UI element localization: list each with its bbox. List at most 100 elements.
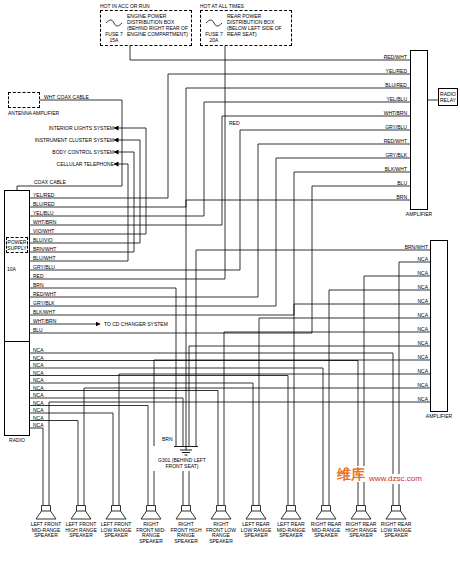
- wire: [30, 391, 218, 506]
- wire: [189, 346, 430, 505]
- wire-color: NCA: [33, 392, 44, 398]
- ground-symbol: [174, 447, 198, 456]
- wire: [30, 376, 288, 506]
- wire-color: BRN/WHT: [33, 246, 56, 252]
- box-location: REAR POWER DISTRIBUTION BOX (BELOW LEFT …: [225, 13, 289, 43]
- wire-color: RED/WHT: [384, 138, 407, 144]
- wire: [186, 200, 410, 446]
- watermark: 维库: [336, 466, 366, 482]
- power-supply-box: POWER SUPPLY: [6, 237, 28, 253]
- wire: [30, 172, 410, 315]
- wire-color: NCA: [417, 298, 428, 304]
- wire-color: BLU/RED: [385, 82, 407, 88]
- wire: [30, 421, 78, 506]
- wire-color: NCA: [33, 355, 44, 361]
- speaker-name: LEFT REAR MID-RANGE SPEAKER: [274, 522, 308, 539]
- wire-color: NCA: [417, 396, 428, 402]
- speaker-symbol: [99, 505, 133, 521]
- fuse-symbol: [206, 20, 222, 26]
- fuse-symbol: [106, 20, 122, 26]
- wire-color: NCA: [33, 370, 44, 376]
- wire: [30, 361, 358, 506]
- wire-color: NCA: [417, 354, 428, 360]
- speaker: LEFT REAR MID-RANGE SPEAKER: [274, 505, 308, 539]
- wire-color: NCA: [417, 340, 428, 346]
- speaker-symbol: [204, 505, 238, 521]
- speaker-name: RIGHT REAR LOW RANGE SPEAKER: [379, 522, 413, 539]
- system-box: CELLULAR TELEPHONE: [57, 161, 114, 167]
- speaker-symbol: [169, 505, 203, 521]
- wire: [30, 164, 128, 261]
- wire-color: BRN: [396, 194, 407, 200]
- wire: [84, 388, 430, 505]
- wire-color: NCA: [33, 422, 44, 428]
- speaker-symbol: [379, 505, 413, 521]
- wire-color: WHT/BRN: [33, 219, 56, 225]
- wire-color: GRY/BLU: [33, 264, 55, 270]
- speaker: LEFT FRONT LOW RANGE SPEAKER: [99, 505, 133, 539]
- cd-changer-wire: [30, 324, 100, 325]
- wire-color: NCA: [33, 415, 44, 421]
- wire: [30, 74, 410, 198]
- wire-color: BLK/WHT: [385, 166, 407, 172]
- fuse-panel: FUSE 7 15AENGINE POWER DISTRIBUTION BOX …: [100, 10, 192, 46]
- power-source-heading: HOT AT ALL TIMES: [200, 3, 292, 9]
- speaker-name: LEFT REAR LOW RANGE SPEAKER: [239, 522, 273, 539]
- speaker: LEFT FRONT HIGH RANGE SPEAKER: [64, 505, 98, 539]
- component-name: AMPLIFIER: [411, 413, 460, 419]
- wire-color: GRY/BLK: [33, 300, 55, 306]
- wire: [30, 116, 410, 225]
- speaker-symbol: [134, 505, 168, 521]
- system-box: INSTRUMENT CLUSTER SYSTEM: [35, 137, 114, 143]
- wire-color: NCA: [33, 400, 44, 406]
- speaker-symbol: [246, 506, 266, 520]
- wire: [30, 353, 393, 505]
- speaker-symbol: [274, 505, 308, 521]
- fuse-panel: FUSE 7 20AREAR POWER DISTRIBUTION BOX (B…: [200, 10, 292, 46]
- wire-color: VIO/WHT: [33, 228, 54, 234]
- wire-color: RED: [229, 120, 240, 126]
- speaker-symbol: [309, 505, 343, 521]
- speaker-symbol: [281, 506, 301, 520]
- component-name: POWER SUPPLY: [7, 239, 27, 251]
- wire: [119, 374, 430, 505]
- wire: [30, 186, 410, 333]
- wire: [30, 368, 323, 505]
- wire-color: BLU: [397, 180, 407, 186]
- wire-color: BRN/WHT: [405, 244, 428, 250]
- system-box: BODY CONTROL SYSTEM: [52, 149, 114, 155]
- wire-color: COAX CABLE: [34, 179, 66, 185]
- wire-color: BLU/WHT: [33, 255, 56, 261]
- connector-divider: [5, 341, 29, 342]
- ground-point: G301 (BEHIND LEFT FRONT SEAT): [150, 446, 214, 471]
- fuse-rating: FUSE 7 20A: [203, 31, 225, 43]
- speaker-name: RIGHT FRONT LOW RANGE SPEAKER: [204, 522, 238, 544]
- power-source-heading: HOT IN ACC OR RUN: [100, 3, 192, 9]
- fuse-box: HOT AT ALL TIMESFUSE 7 20AREAR POWER DIS…: [200, 3, 292, 46]
- component-name: ANTENNA AMPLIFIER: [8, 110, 59, 116]
- connector-box: RADIOPOWER SUPPLY: [4, 190, 30, 436]
- wire-color: WHT: [44, 94, 55, 100]
- wire-color: NCA: [33, 347, 44, 353]
- wire-color: YEL/RED: [386, 68, 407, 74]
- speaker-name: RIGHT REAR HIGH RANGE SPEAKER: [344, 522, 378, 539]
- system-name: BODY CONTROL SYSTEM: [52, 149, 114, 155]
- wire: [30, 413, 113, 505]
- antenna-amplifier-box: ANTENNA AMPLIFIER: [8, 92, 40, 108]
- wire: [364, 276, 430, 505]
- speaker-name: RIGHT REAR MID-RANGE SPEAKER: [309, 522, 343, 539]
- speaker: RIGHT REAR LOW RANGE SPEAKER: [379, 505, 413, 539]
- fuse-cell: FUSE 7 20A: [203, 13, 225, 43]
- ground-symbol: [150, 446, 214, 457]
- wire-color: NCA: [33, 407, 44, 413]
- speaker-name: LEFT FRONT LOW RANGE SPEAKER: [99, 522, 133, 539]
- component-name: AMPLIFIER: [391, 211, 447, 217]
- wire: [294, 304, 430, 505]
- wire-color: BLU: [33, 327, 43, 333]
- speaker-symbol: [386, 506, 406, 520]
- speaker-symbol: [29, 505, 63, 521]
- wire-color: NCA: [417, 312, 428, 318]
- wire-color: GRY/BLU: [385, 124, 407, 130]
- wire-color: YEL/BLU: [386, 96, 407, 102]
- fuse-rating: FUSE 7 15A: [103, 31, 125, 43]
